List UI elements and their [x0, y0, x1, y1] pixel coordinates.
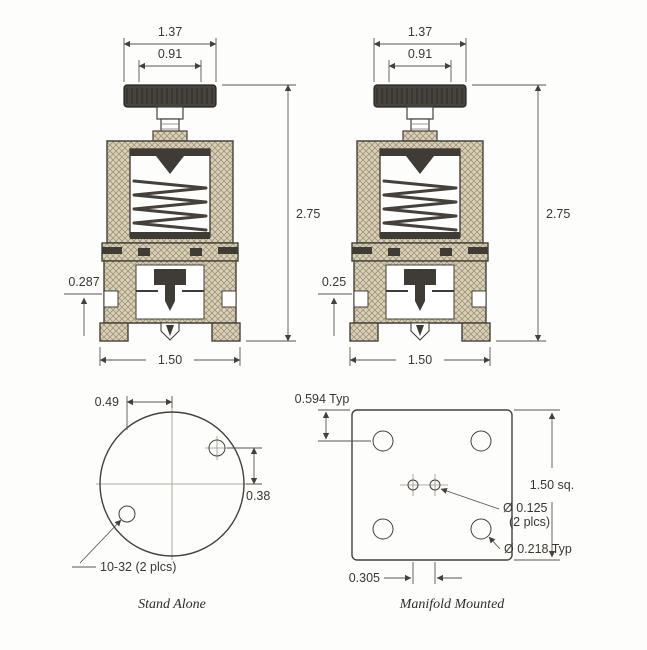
dim-port-height-left: 0.287 [68, 275, 99, 289]
dim-plate-size: 1.50 sq. [530, 478, 574, 492]
ext-lines-corner-hole-offset [318, 409, 371, 442]
mounting-hole [118, 505, 136, 523]
dim-port-height-right: 0.25 [322, 275, 346, 289]
manifold-plate-outline [351, 409, 513, 561]
note-corner-hole-dia: Ø 0.218 Typ [504, 542, 572, 556]
dim-hub-width-left: 0.91 [158, 47, 182, 61]
ext-lines-port-spacing [412, 562, 436, 584]
dim-overall-height-right: 2.75 [546, 207, 570, 221]
ext-lines-hub-width-right [388, 60, 452, 82]
caption-manifold-mounted: Manifold Mounted [399, 597, 506, 612]
ext-lines-hole-offset-y [227, 447, 262, 485]
dim-base-width-right: 1.50 [408, 353, 432, 367]
dim-overall-height-left: 2.75 [296, 207, 320, 221]
port-hole [208, 439, 226, 457]
caption-stand-alone: Stand Alone [138, 597, 206, 612]
manifold-mounted-bottom-view: 0.594 Typ 1.50 sq. Ø 0.125 (2 plcs) Ø 0.… [295, 392, 575, 612]
dim-hole-offset-x: 0.49 [95, 395, 119, 409]
note-port-qty: (2 plcs) [509, 515, 550, 529]
dim-hub-width-right: 0.91 [408, 47, 432, 61]
leader-corner-hole-dia [488, 536, 501, 550]
stand-alone-bottom-view: 0.49 0.38 10-32 (2 plcs) Stand Alone [72, 395, 270, 612]
dim-corner-hole-offset: 0.594 Typ [295, 392, 350, 406]
corner-hole-bl [372, 518, 394, 540]
dim-hole-offset-y: 0.38 [246, 489, 270, 503]
base-outline-circle [99, 411, 245, 557]
left-section-view: 1.37 0.91 2.75 0.287 1.50 [64, 25, 320, 367]
dim-base-width-left: 1.50 [158, 353, 182, 367]
corner-hole-tl [372, 430, 394, 452]
port-hole-left [407, 479, 419, 491]
dim-knob-width-right: 1.37 [408, 25, 432, 39]
dim-port-spacing: 0.305 [349, 571, 380, 585]
dim-knob-width-left: 1.37 [158, 25, 182, 39]
leader-port-dia [440, 487, 500, 510]
right-section-view: 1.37 0.91 2.75 0.25 1.50 [318, 25, 570, 367]
corner-hole-tr [470, 430, 492, 452]
corner-hole-br [470, 518, 492, 540]
ext-lines-plate-size [514, 409, 560, 561]
port-hole-right [429, 479, 441, 491]
leader-mounting-holes [79, 519, 122, 564]
note-mounting-holes: 10-32 (2 plcs) [100, 560, 176, 574]
ext-lines-hub-width-left [138, 60, 202, 82]
note-port-dia: Ø 0.125 [503, 501, 548, 515]
